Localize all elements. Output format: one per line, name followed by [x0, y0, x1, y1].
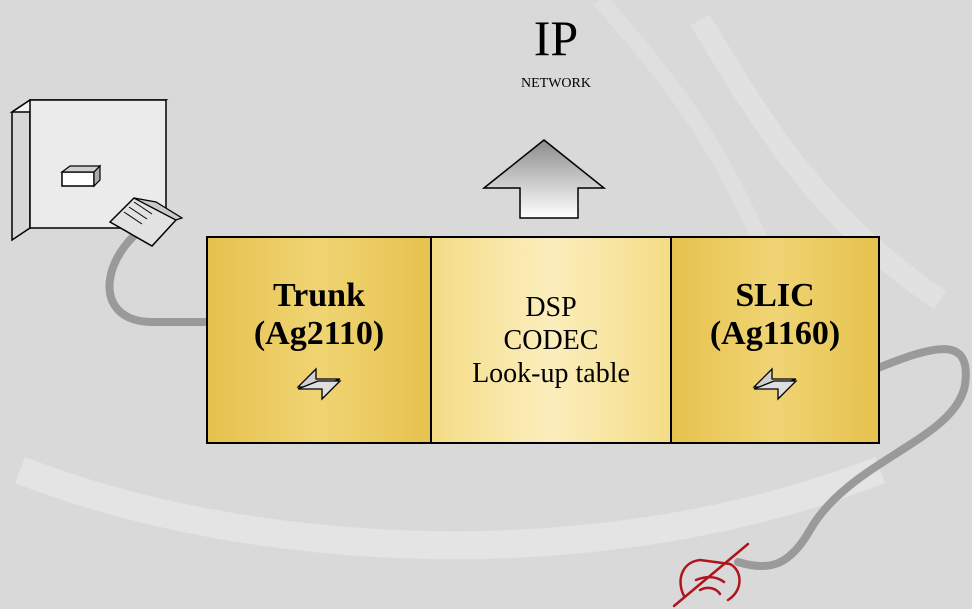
lookup-table-label: Look-up table — [472, 357, 630, 389]
trunk-module: Trunk (Ag2110) — [208, 238, 432, 442]
dsp-module: DSP CODEC Look-up table — [432, 238, 672, 442]
swap-arrows-icon — [752, 367, 798, 401]
slic-name: SLIC — [735, 277, 815, 314]
trunk-part-number: (Ag2110) — [253, 315, 385, 352]
gateway-block: Trunk (Ag2110) DSP CODEC Look-up table S… — [206, 236, 880, 444]
codec-label: CODEC — [503, 324, 599, 356]
trunk-name: Trunk — [273, 277, 365, 314]
swap-arrows-icon — [296, 367, 342, 401]
network-subtitle: NETWORK — [521, 76, 591, 91]
network-title: IP — [533, 10, 579, 66]
slic-module: SLIC (Ag1160) — [672, 238, 878, 442]
phone-plug-icon — [108, 197, 184, 247]
hand-writing-icon — [672, 542, 750, 608]
slic-part-number: (Ag1160) — [709, 315, 841, 352]
right-cable — [734, 345, 970, 571]
dsp-label: DSP — [525, 291, 577, 323]
up-arrow-icon — [481, 139, 607, 219]
